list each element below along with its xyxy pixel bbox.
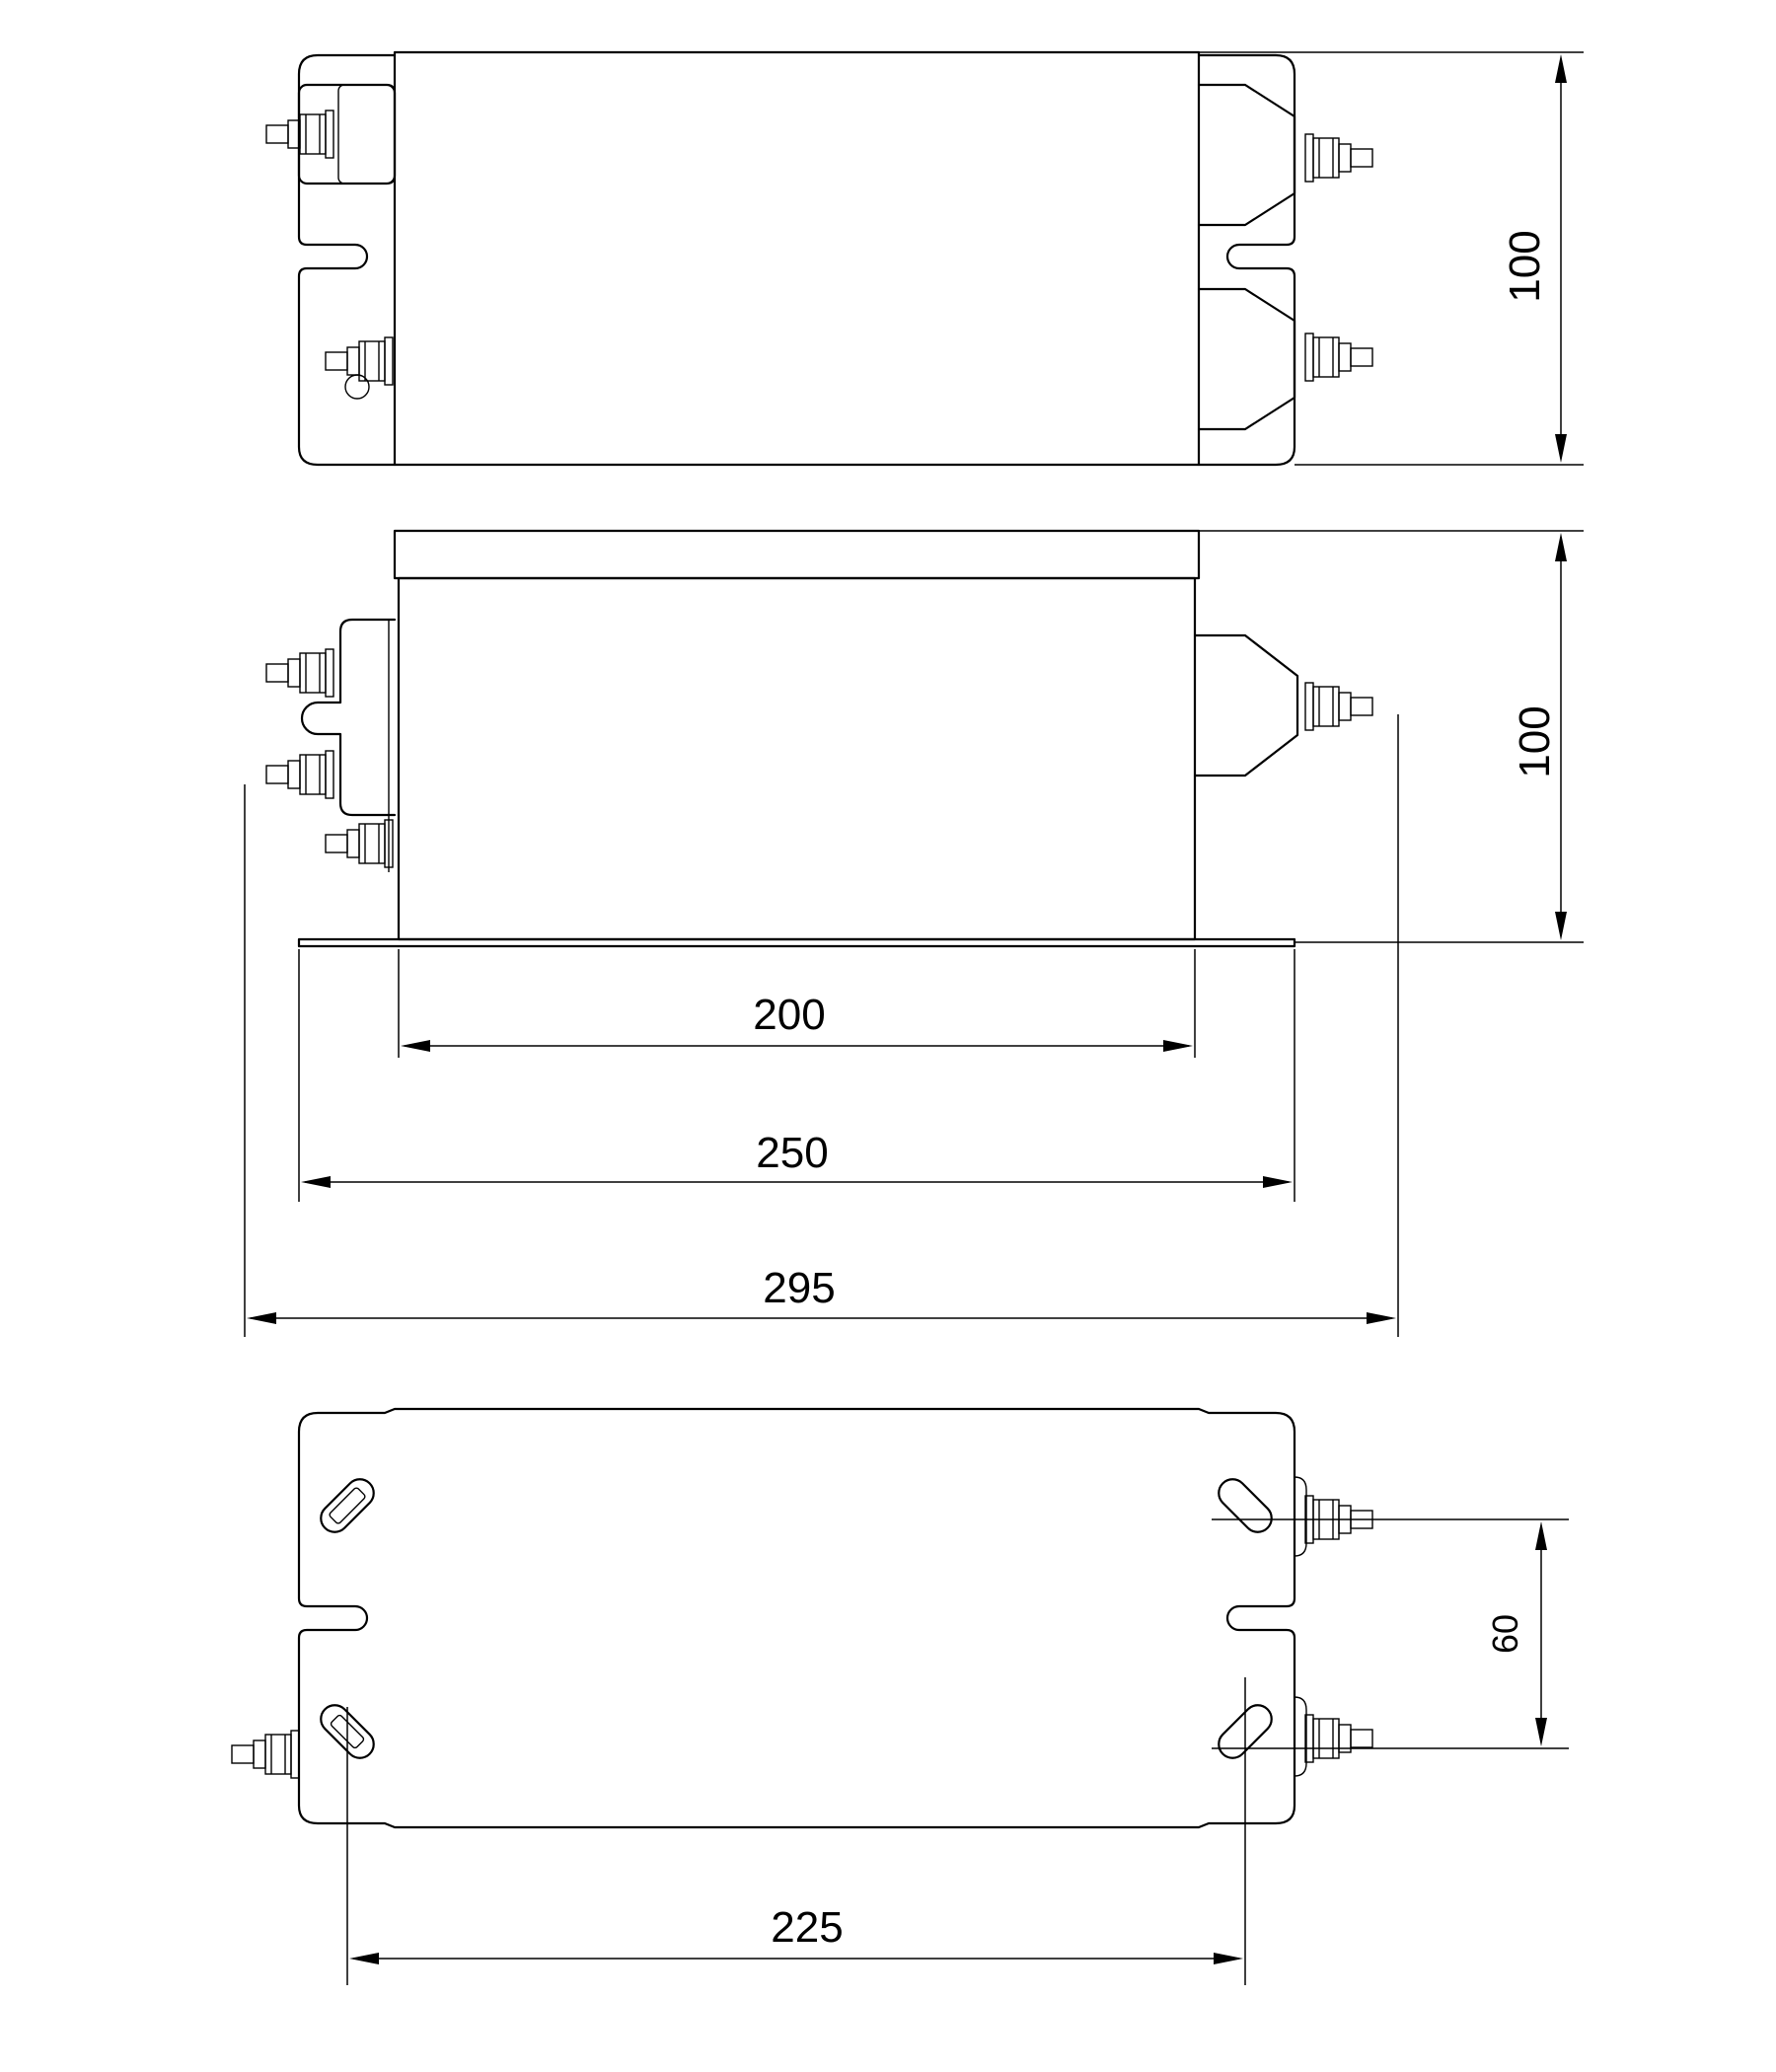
top-view-height-dimension: 100	[1501, 230, 1549, 302]
bottom-view-slot-bottom-right	[1218, 1704, 1273, 1759]
overall-length-dimension: 295	[763, 1264, 835, 1312]
top-view-left-terminal-block	[297, 83, 397, 185]
side-view-right-terminal	[1304, 682, 1373, 731]
top-view-right-housing-upper	[1197, 83, 1296, 227]
bottom-view-slot-top-right	[1218, 1478, 1273, 1533]
top-view-ground-stud	[344, 374, 370, 400]
side-view-height-dimension: 100	[1511, 705, 1559, 777]
bottom-view-right-terminal-lower	[1304, 1714, 1373, 1763]
side-view-left-terminal-block	[300, 618, 397, 817]
top-view: 100	[266, 50, 1584, 467]
flange-length-dimension: 250	[756, 1129, 828, 1177]
top-view-right-terminal-lower	[1304, 333, 1373, 382]
body-length-dimension: 200	[753, 991, 825, 1039]
top-view-right-flange	[1197, 53, 1296, 467]
bottom-view-left-terminal	[232, 1731, 299, 1778]
side-view: 100 200 250 295	[244, 529, 1584, 1337]
side-view-left-terminal-1	[266, 649, 333, 697]
top-view-right-terminal-upper	[1304, 133, 1373, 183]
side-view-left-terminal-3	[326, 820, 393, 867]
mount-pitch-horizontal-dimension: 225	[771, 1903, 843, 1952]
side-view-right-housing	[1193, 633, 1299, 777]
side-view-lid	[393, 529, 1201, 580]
top-view-body	[393, 50, 1201, 467]
side-view-body	[397, 576, 1197, 941]
bottom-view: 60 225	[232, 1407, 1569, 1985]
top-view-right-housing-lower	[1197, 287, 1296, 431]
side-view-left-terminal-2	[266, 751, 333, 798]
bottom-view-slot-top-left	[320, 1478, 375, 1533]
bottom-view-outline	[297, 1407, 1296, 1829]
mount-pitch-vertical-dimension: 60	[1485, 1614, 1525, 1654]
top-view-left-terminal-upper	[266, 111, 333, 158]
top-view-left-terminal-block-inner	[337, 84, 396, 185]
side-view-base-flange	[297, 937, 1296, 948]
top-view-left-terminal-lower	[326, 337, 393, 385]
bottom-view-slot-bottom-left	[320, 1704, 375, 1759]
top-view-left-flange	[297, 53, 397, 467]
